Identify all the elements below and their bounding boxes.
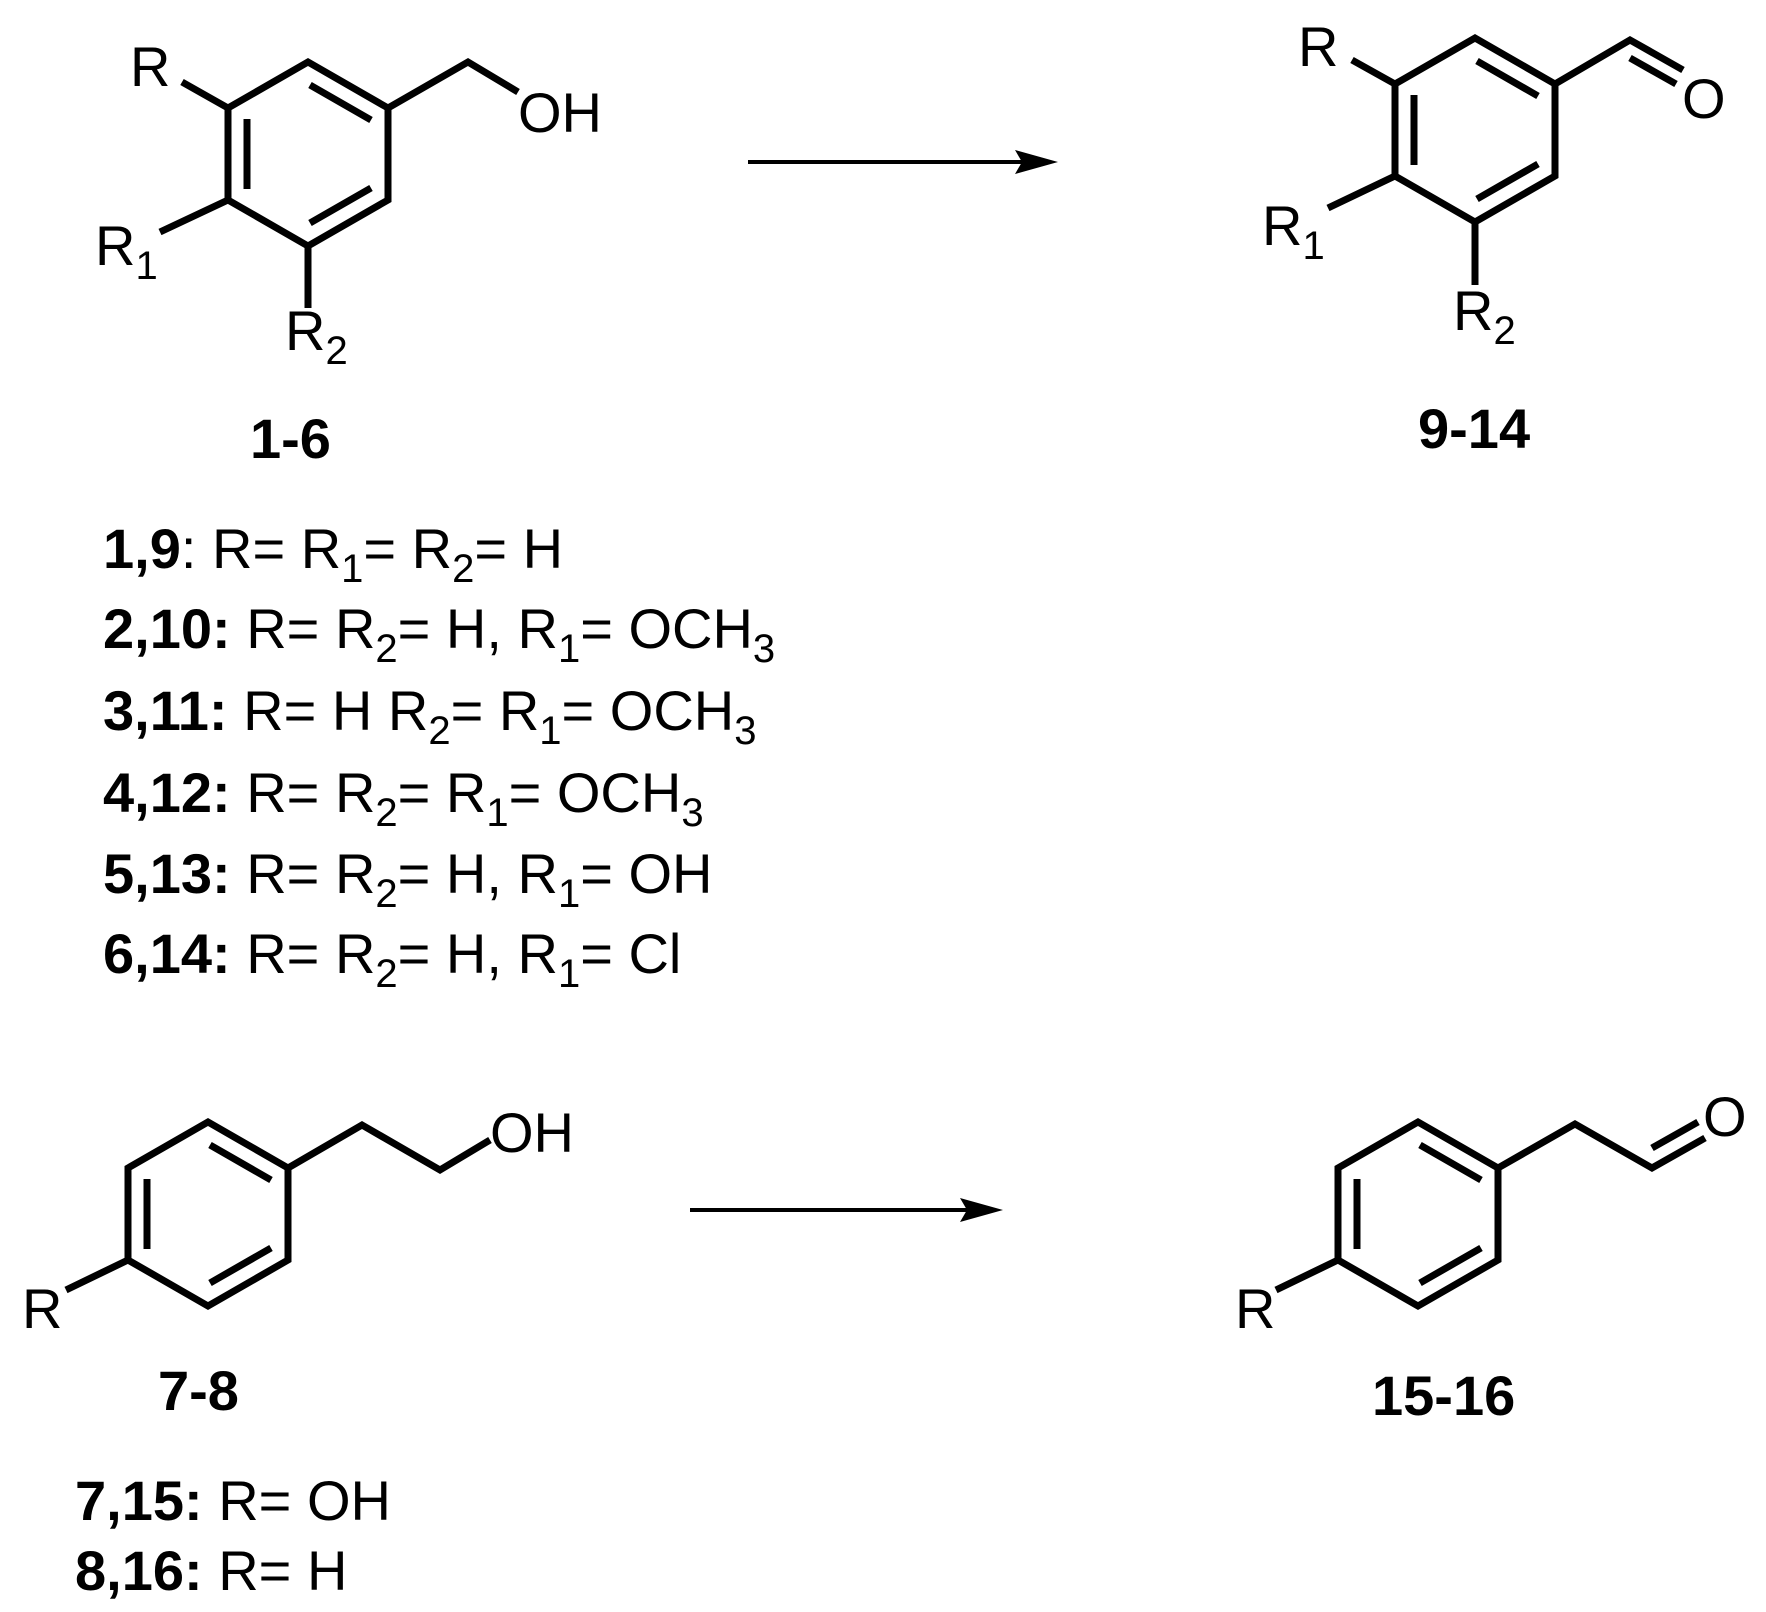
r2-label: R2 (1453, 279, 1516, 353)
substituent-bonds (1274, 1119, 1707, 1294)
carbonyl-double-bond (1628, 54, 1678, 88)
ring-double-bonds (1353, 1141, 1483, 1287)
substituent-bonds (1326, 35, 1685, 285)
r2-label: R2 (285, 299, 348, 373)
structure-phenylacetaldehyde: R O (1235, 1085, 1747, 1340)
legend-row-8-16: 8,16: R= H (75, 1539, 347, 1602)
ring-bonds (124, 1117, 292, 1311)
r-label: R (22, 1277, 62, 1340)
legend-row-2-10: 2,10: R= R2= H, R1= OCH3 (103, 597, 775, 671)
reaction-arrow-bottom (690, 1198, 1003, 1222)
r-label: R (130, 35, 170, 98)
r1-label: R1 (95, 214, 158, 288)
oh-label: OH (490, 1101, 574, 1164)
compound-label-15-16: 15-16 (1372, 1364, 1515, 1427)
substituent-bonds (64, 1120, 492, 1294)
structure-benzaldehyde: R R1 R2 O (1262, 15, 1726, 353)
compound-label-7-8: 7-8 (158, 1359, 239, 1422)
substituent-table-top: 1,9: R= R1= R2= H 2,10: R= R2= H, R1= OC… (103, 517, 775, 996)
compound-label-9-14: 9-14 (1418, 397, 1530, 460)
r1-label: R1 (1262, 194, 1325, 268)
legend-row-7-15: 7,15: R= OH (75, 1469, 391, 1532)
ring-bonds (1334, 1117, 1502, 1311)
r-label: R (1235, 1277, 1275, 1340)
o-label: O (1682, 67, 1726, 130)
structure-benzyl-alcohol: R R1 R2 OH (95, 35, 602, 373)
legend-row-5-13: 5,13: R= R2= H, R1= OH (103, 842, 712, 916)
legend-row-3-11: 3,11: R= H R2= R1= OCH3 (103, 679, 757, 753)
o-label: O (1703, 1085, 1747, 1148)
structure-phenethyl-alcohol: R OH (22, 1101, 574, 1340)
ring-double-bonds (243, 81, 373, 227)
compound-label-1-6: 1-6 (250, 407, 331, 470)
legend-row-1-9: 1,9: R= R1= R2= H (103, 517, 563, 591)
ring-double-bonds (1410, 57, 1540, 203)
ring-bonds (224, 57, 392, 251)
legend-row-4-12: 4,12: R= R2= R1= OCH3 (103, 761, 704, 835)
ring-double-bonds (143, 1141, 273, 1287)
r-label: R (1298, 15, 1338, 78)
oh-label: OH (518, 81, 602, 144)
carbonyl-double-bond (1650, 1118, 1700, 1152)
reaction-arrow-top (748, 150, 1058, 174)
legend-row-6-14: 6,14: R= R2= H, R1= Cl (103, 922, 681, 996)
substituent-table-bottom: 7,15: R= OH 8,16: R= H (75, 1469, 391, 1602)
substituent-bonds (158, 57, 520, 308)
ring-bonds (1391, 33, 1559, 227)
